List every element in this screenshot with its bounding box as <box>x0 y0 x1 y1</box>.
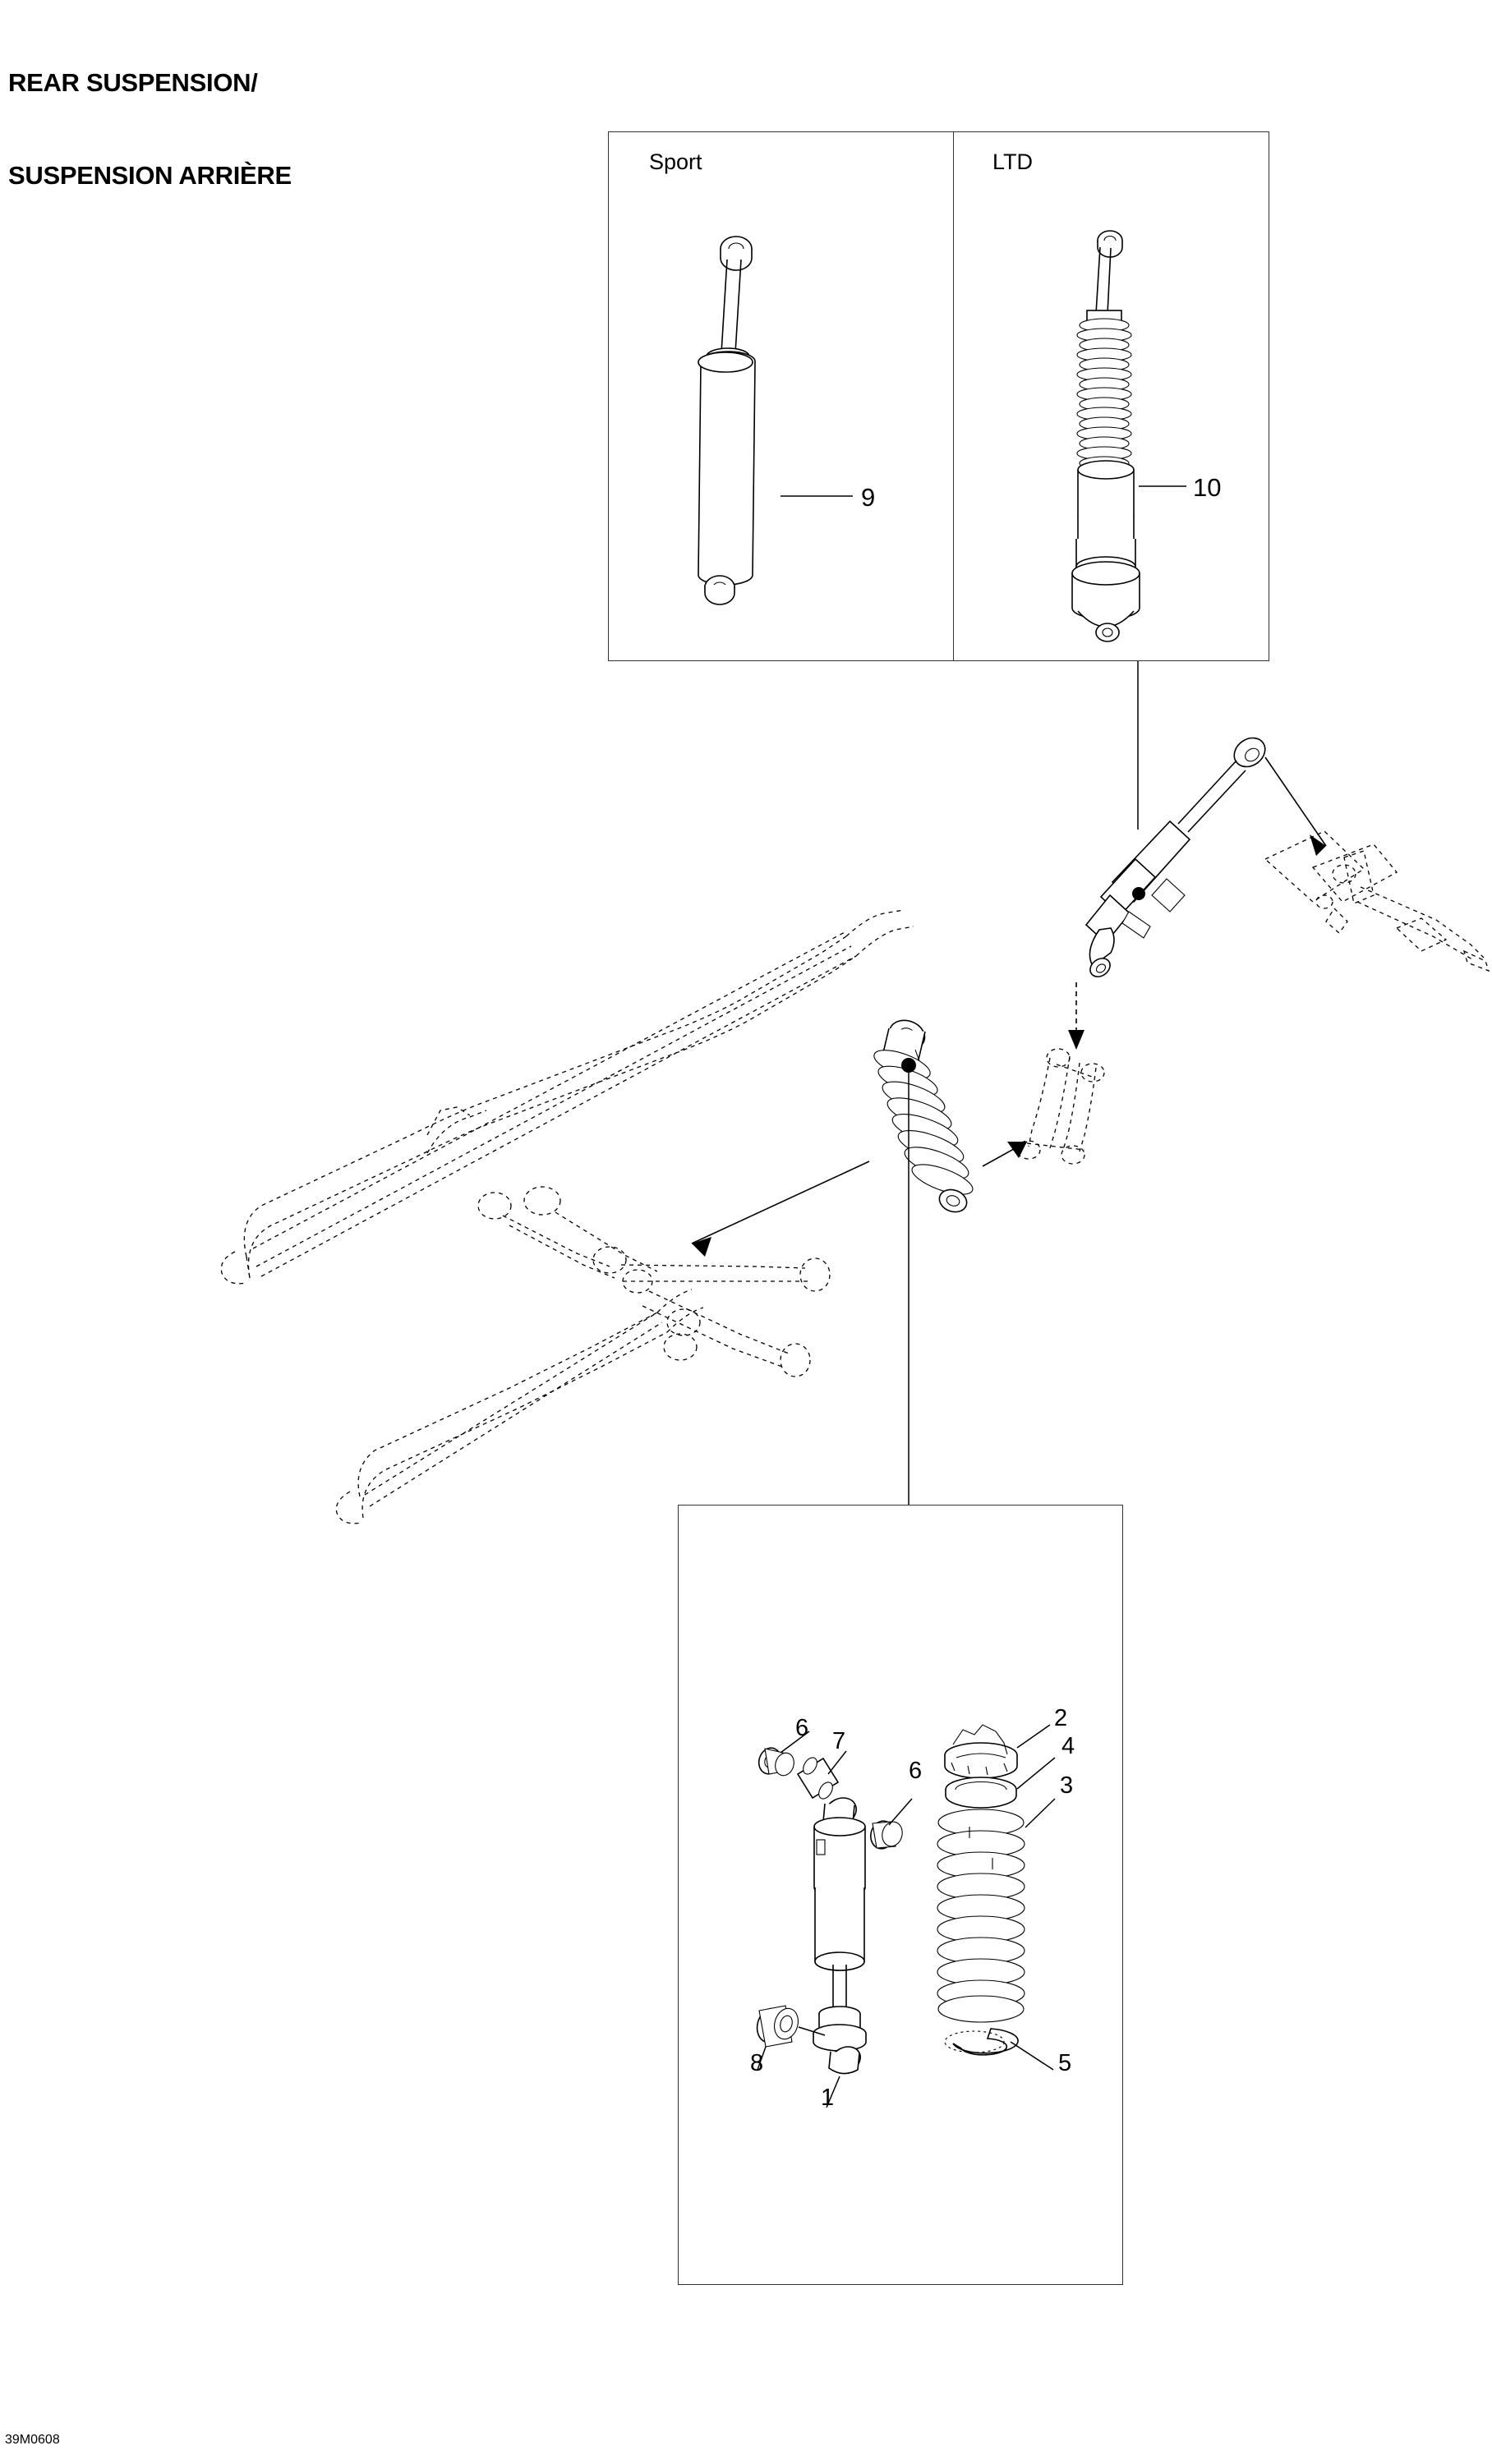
page-title-line-2: SUSPENSION ARRIÈRE <box>8 161 292 191</box>
callout-1: 1 <box>821 2085 835 2111</box>
page-title: REAR SUSPENSION/ SUSPENSION ARRIÈRE <box>8 5 292 223</box>
callout-10: 10 <box>1193 473 1222 502</box>
ghost-bracket-center <box>982 982 1105 1167</box>
slide-rail-ghost-upper <box>220 909 914 1285</box>
callout-8: 8 <box>750 2050 764 2076</box>
variant-box-divider <box>953 131 954 661</box>
variant-comparison-box <box>608 131 1269 661</box>
callout-2: 2 <box>1054 1705 1068 1731</box>
callout-7: 7 <box>832 1728 846 1754</box>
exploded-detail-box <box>678 1505 1123 2285</box>
center-coilover-shock-illustration <box>873 1019 974 1505</box>
page-title-line-1: REAR SUSPENSION/ <box>8 67 258 97</box>
footer-diagram-code: 39M0608 <box>5 2433 60 2447</box>
callout-6-lower: 6 <box>909 1758 923 1784</box>
callout-5: 5 <box>1058 2050 1072 2076</box>
callout-4: 4 <box>1061 1733 1075 1759</box>
slide-rail-ghost-lower <box>335 1289 704 1524</box>
callout-3: 3 <box>1060 1772 1074 1799</box>
ghost-suspension-arms <box>477 1161 870 1377</box>
callout-6-upper: 6 <box>795 1715 809 1741</box>
variant-label-sport: Sport <box>649 149 702 174</box>
callout-9: 9 <box>861 483 876 512</box>
ghost-mount-arm-upper <box>1264 756 1490 972</box>
mounted-ltd-shock-illustration <box>1084 737 1266 977</box>
variant-label-ltd: LTD <box>992 149 1034 174</box>
